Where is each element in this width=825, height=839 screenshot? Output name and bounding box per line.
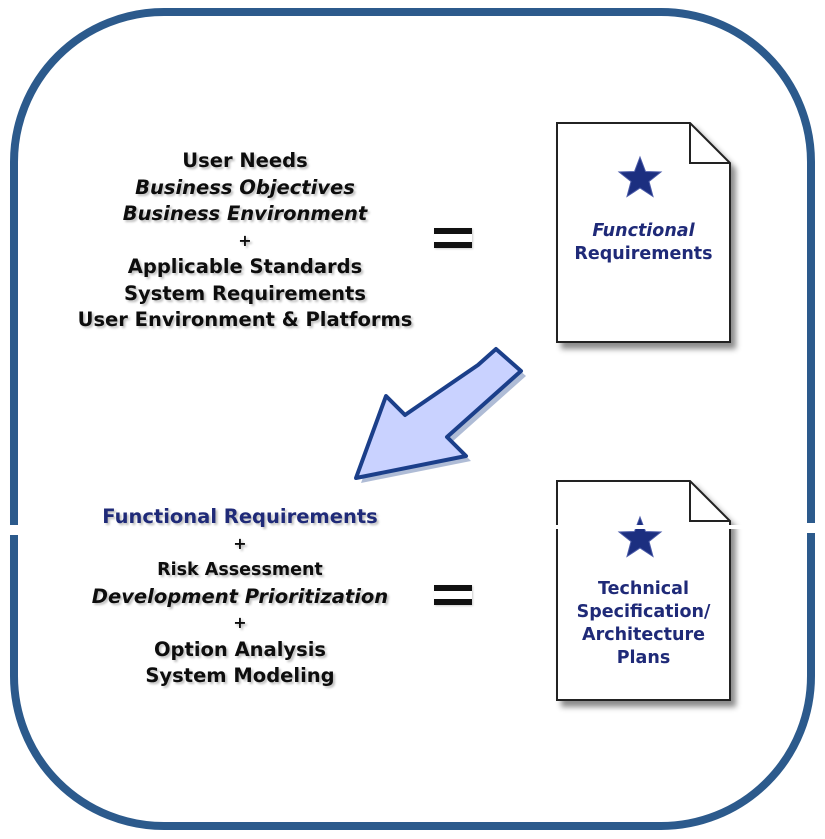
plus-sign: +	[238, 230, 252, 250]
input-user-needs: User Needs	[182, 149, 308, 172]
doc-label-line: Functional	[592, 221, 695, 241]
doc-label-line: Requirements	[574, 244, 713, 264]
input-business-objectives: Business Objectives	[135, 175, 355, 199]
star-icon	[617, 515, 663, 558]
input-system-modeling: System Modeling	[145, 664, 335, 687]
top-inputs: User Needs Business Objectives Business …	[40, 148, 450, 334]
doc-label-line: Architecture	[582, 625, 705, 645]
doc-label-line: Plans	[616, 648, 671, 668]
down-left-arrow-icon	[354, 347, 526, 483]
input-option-analysis: Option Analysis	[153, 637, 327, 661]
equals-sign	[434, 585, 472, 605]
input-functional-requirements: Functional Requirements	[102, 505, 378, 528]
input-business-environment: Business Environment	[122, 202, 368, 225]
document-page-icon	[556, 122, 731, 343]
plus-sign: +	[233, 533, 247, 553]
equals-sign	[434, 228, 472, 248]
bottom-inputs: Functional Requirements + Risk Assessmen…	[20, 504, 460, 690]
doc-label-line: Technical	[598, 579, 689, 599]
input-applicable-standards: Applicable Standards	[127, 255, 363, 278]
document-page-icon	[556, 480, 731, 701]
input-development-prioritization: Development Prioritization	[91, 584, 389, 608]
doc-label-line: Specification/	[576, 602, 711, 622]
star-icon	[617, 155, 663, 198]
technical-specification-doc-label: Technical Specification/ Architecture Pl…	[557, 578, 730, 670]
input-system-requirements: System Requirements	[124, 281, 366, 305]
input-risk-assessment: Risk Assessment	[157, 560, 323, 580]
rounded-frame	[10, 8, 815, 830]
functional-requirements-doc-label: Functional Requirements	[557, 220, 730, 266]
plus-sign: +	[233, 613, 247, 632]
input-user-environment: User Environment & Platforms	[77, 308, 413, 331]
